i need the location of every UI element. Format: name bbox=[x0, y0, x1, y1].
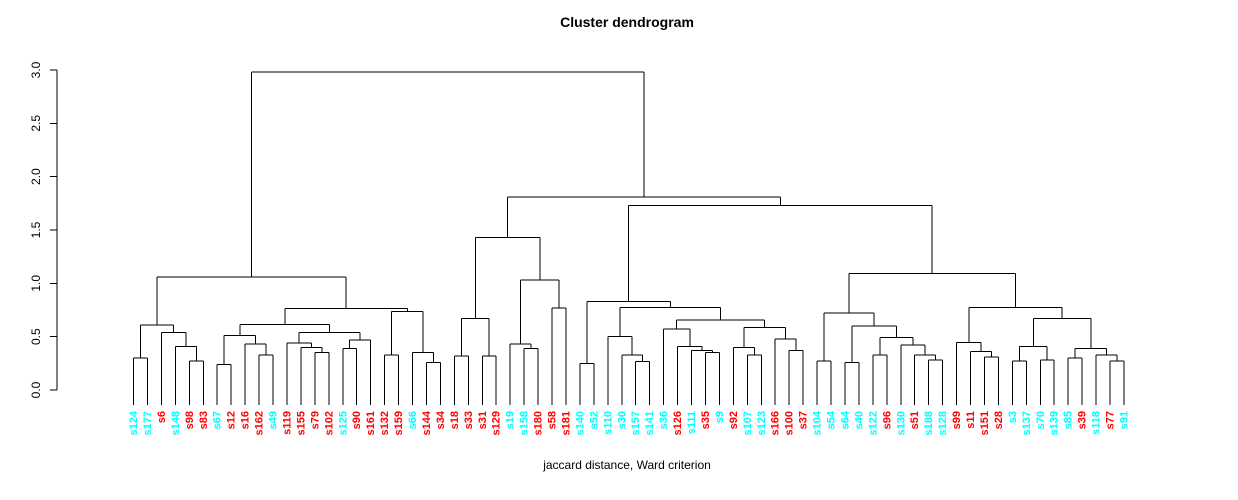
leaf-label-s144: s144 bbox=[421, 410, 433, 435]
leaf-label-s166: s166 bbox=[770, 411, 782, 435]
leaf-label-s51: s51 bbox=[909, 411, 921, 429]
leaf-label-s36: s36 bbox=[658, 411, 670, 429]
leaf-label-s155: s155 bbox=[295, 411, 307, 435]
leaf-label-s91: s91 bbox=[1118, 411, 1130, 429]
leaf-label-s34: s34 bbox=[435, 410, 447, 429]
leaf-label-s49: s49 bbox=[268, 411, 280, 429]
y-tick-label: 0.0 bbox=[29, 381, 43, 398]
leaf-label-s162: s162 bbox=[254, 411, 266, 435]
leaf-label-s54: s54 bbox=[826, 410, 838, 429]
leaf-label-s83: s83 bbox=[198, 411, 210, 429]
leaf-label-s28: s28 bbox=[993, 411, 1005, 429]
leaf-label-s33: s33 bbox=[463, 411, 475, 429]
leaf-label-s92: s92 bbox=[728, 411, 740, 429]
leaf-label-s110: s110 bbox=[602, 411, 614, 435]
leaf-label-s151: s151 bbox=[979, 411, 991, 435]
leaf-label-s6: s6 bbox=[156, 411, 168, 423]
leaf-label-s148: s148 bbox=[170, 411, 182, 435]
leaf-label-s70: s70 bbox=[1035, 411, 1047, 429]
leaf-label-s18: s18 bbox=[449, 411, 461, 429]
leaf-label-s90: s90 bbox=[351, 411, 363, 429]
leaf-label-s3: s3 bbox=[1007, 411, 1019, 423]
y-tick-label: 1.0 bbox=[29, 275, 43, 292]
leaf-label-s177: s177 bbox=[142, 411, 154, 435]
leaf-label-s119: s119 bbox=[281, 411, 293, 435]
leaf-label-s188: s188 bbox=[923, 411, 935, 435]
leaf-label-s104: s104 bbox=[812, 410, 824, 435]
leaf-label-s77: s77 bbox=[1105, 411, 1117, 429]
leaf-label-s16: s16 bbox=[240, 411, 252, 429]
leaf-label-s181: s181 bbox=[560, 411, 572, 435]
leaf-label-s158: s158 bbox=[519, 411, 531, 435]
leaf-label-s180: s180 bbox=[533, 411, 545, 435]
leaf-label-s85: s85 bbox=[1063, 411, 1075, 429]
leaf-label-s35: s35 bbox=[700, 411, 712, 429]
leaf-label-s124: s124 bbox=[128, 410, 140, 435]
leaf-label-s129: s129 bbox=[491, 411, 503, 435]
leaf-label-s139: s139 bbox=[1049, 411, 1061, 435]
leaf-label-s137: s137 bbox=[1021, 411, 1033, 435]
leaf-label-s132: s132 bbox=[379, 411, 391, 435]
leaf-label-s39: s39 bbox=[1077, 411, 1089, 429]
leaf-label-s66: s66 bbox=[407, 411, 419, 429]
leaf-label-s58: s58 bbox=[547, 411, 559, 429]
y-tick-label: 2.5 bbox=[29, 115, 43, 132]
leaf-label-s96: s96 bbox=[881, 411, 893, 429]
leaf-label-s100: s100 bbox=[784, 411, 796, 435]
leaf-label-s79: s79 bbox=[309, 411, 321, 429]
leaf-label-s64: s64 bbox=[839, 410, 851, 429]
leaf-label-s130: s130 bbox=[895, 411, 907, 435]
leaf-label-s12: s12 bbox=[226, 411, 238, 429]
leaf-label-s157: s157 bbox=[630, 411, 642, 435]
dendrogram-lines bbox=[133, 71, 1125, 405]
leaf-label-s52: s52 bbox=[588, 411, 600, 429]
leaf-label-s111: s111 bbox=[686, 411, 698, 434]
leaf-label-s30: s30 bbox=[616, 411, 628, 429]
leaf-label-s102: s102 bbox=[323, 411, 335, 435]
leaf-label-s141: s141 bbox=[644, 411, 656, 435]
leaf-label-s161: s161 bbox=[365, 411, 377, 435]
leaf-label-s37: s37 bbox=[798, 411, 810, 429]
leaf-label-s19: s19 bbox=[505, 411, 517, 429]
leaf-label-s159: s159 bbox=[393, 411, 405, 435]
leaf-label-s128: s128 bbox=[937, 411, 949, 435]
leaf-label-s9: s9 bbox=[714, 411, 726, 423]
leaf-label-s40: s40 bbox=[853, 411, 865, 429]
leaf-label-s31: s31 bbox=[477, 411, 489, 429]
leaf-label-s125: s125 bbox=[337, 411, 349, 435]
leaf-label-s107: s107 bbox=[742, 411, 754, 435]
leaf-label-s123: s123 bbox=[756, 411, 768, 435]
leaf-label-s98: s98 bbox=[184, 411, 196, 429]
y-tick-label: 3.0 bbox=[29, 61, 43, 78]
y-axis: 0.0 0.5 1.0 1.5 2.0 2.5 3.0 bbox=[29, 61, 58, 398]
chart-title: Cluster dendrogram bbox=[560, 14, 694, 30]
leaf-label-s126: s126 bbox=[672, 411, 684, 435]
y-tick-label: 0.5 bbox=[29, 328, 43, 345]
y-tick-label: 2.0 bbox=[29, 168, 43, 185]
leaf-label-s118: s118 bbox=[1091, 411, 1103, 435]
leaf-label-s11: s11 bbox=[965, 411, 977, 429]
leaf-label-s122: s122 bbox=[867, 411, 879, 435]
leaf-label-s99: s99 bbox=[951, 411, 963, 429]
x-axis-label: jaccard distance, Ward criterion bbox=[542, 458, 711, 472]
y-tick-label: 1.5 bbox=[29, 221, 43, 238]
leaf-label-s140: s140 bbox=[574, 411, 586, 435]
leaf-label-s67: s67 bbox=[212, 411, 224, 429]
